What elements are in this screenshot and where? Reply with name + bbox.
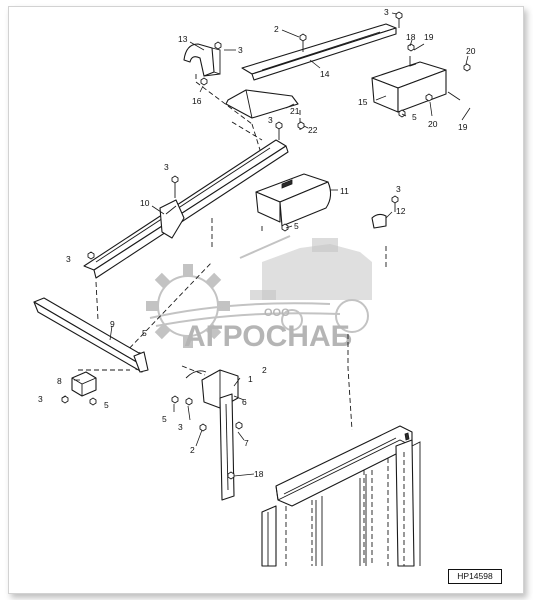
- callout-label: 16: [192, 96, 202, 106]
- callout-label: 20: [428, 119, 438, 129]
- callout-label: 19: [424, 32, 434, 42]
- callout-label: 5: [104, 400, 109, 410]
- callout-label: 3: [164, 162, 169, 172]
- part-handle: [183, 43, 221, 77]
- part-small-block: [61, 371, 97, 406]
- callout-label: 6: [242, 397, 247, 407]
- callout-label: 5: [294, 221, 299, 231]
- callout-label: 14: [320, 69, 330, 79]
- callout-label: 5: [412, 112, 417, 122]
- callout-label: 7: [244, 438, 249, 448]
- watermark-combine-icon: [239, 235, 372, 333]
- callout-label: 3: [384, 7, 389, 17]
- bolt-group: [200, 41, 222, 86]
- callout-label: 19: [458, 122, 468, 132]
- callout-label: 2: [274, 24, 279, 34]
- watermark-gear-icon: [146, 264, 230, 348]
- part-box-cover: [371, 43, 471, 118]
- callout-label: 3: [268, 115, 273, 125]
- callout-label: 18: [254, 469, 264, 479]
- callout-label: 3: [178, 422, 183, 432]
- callout-label: 13: [178, 34, 188, 44]
- part-diagonal-arm: [83, 121, 289, 279]
- callout-label: 3: [238, 45, 243, 55]
- callout-label: 11: [340, 186, 349, 196]
- part-mounting-box: [255, 173, 332, 232]
- callout-label: 3: [396, 184, 401, 194]
- callout-label: 12: [396, 206, 406, 216]
- part-lower-bar: [33, 297, 149, 373]
- callout-label: 2: [190, 445, 195, 455]
- callout-label: 15: [358, 97, 368, 107]
- callout-label: 21: [290, 106, 300, 116]
- drawing-reference-code: HP14598: [448, 569, 502, 584]
- leader-lines: [61, 12, 471, 477]
- watermark-logo: ООО АГРОСНАБ: [146, 235, 372, 353]
- callout-label: 18: [406, 32, 416, 42]
- watermark-company-name: АГРОСНАБ: [184, 320, 352, 353]
- callout-labels: 3 2 13 3 18 19 14 20 16 15 21 5 20 19 3 …: [38, 7, 476, 479]
- callout-label: 8: [57, 376, 62, 386]
- callout-label: 22: [308, 125, 318, 135]
- part-vertical-strip: [219, 393, 243, 501]
- callout-label: 5: [162, 414, 167, 424]
- callout-label: 3: [66, 254, 71, 264]
- part-wedge-plate: [225, 89, 305, 130]
- part-top-channel: [241, 11, 403, 81]
- callout-label: 3: [38, 394, 43, 404]
- callout-label: 5: [142, 328, 147, 338]
- callout-label: 9: [110, 319, 115, 329]
- callout-label: 10: [140, 198, 150, 208]
- part-frame-housing: [261, 425, 421, 567]
- callout-label: 20: [466, 46, 476, 56]
- part-clip: [371, 195, 399, 229]
- watermark-company-form: ООО: [264, 307, 290, 319]
- callout-label: 1: [248, 374, 253, 384]
- callout-label: 2: [262, 365, 267, 375]
